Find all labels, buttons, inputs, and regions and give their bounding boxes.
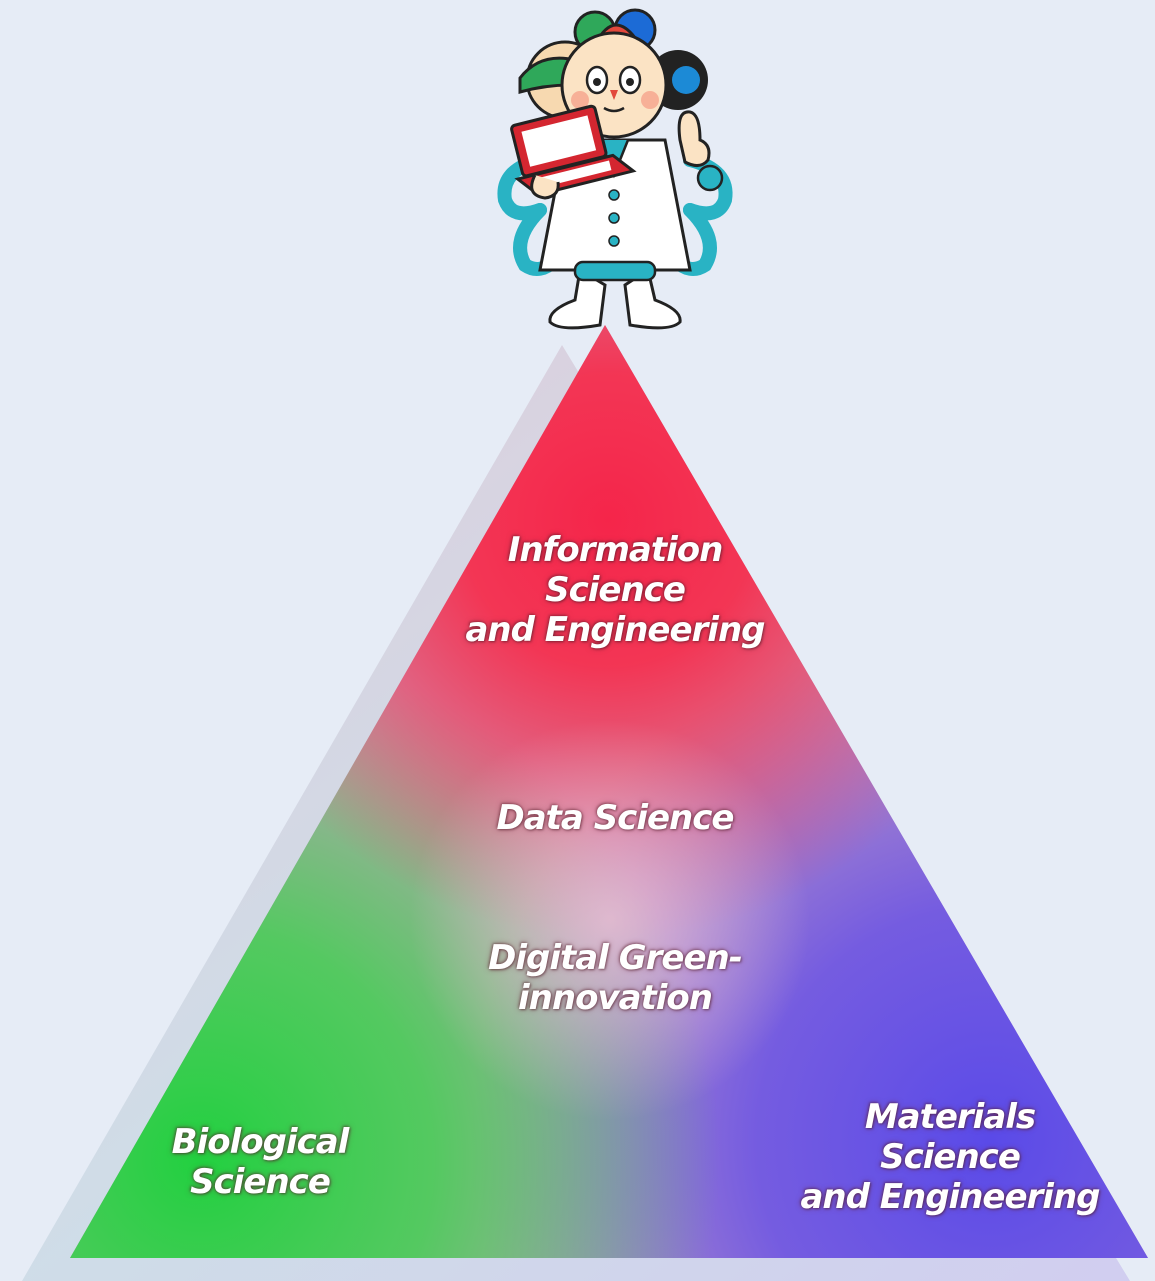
label-line: Digital Green- — [488, 938, 743, 978]
label-line: Science — [545, 570, 686, 610]
label-line: Materials — [864, 1097, 1036, 1137]
label-line: Data Science — [496, 798, 735, 838]
label-line: and Engineering — [800, 1177, 1100, 1217]
label-materials-science: Materials Science and Engineering — [770, 1097, 1130, 1217]
label-line: innovation — [518, 978, 713, 1018]
label-data-science: Data Science — [420, 798, 810, 838]
label-digital-green-innovation: Digital Green- innovation — [420, 938, 810, 1018]
label-line: Science — [880, 1137, 1021, 1177]
label-line: Information — [507, 530, 724, 570]
label-biological-science: Biological Science — [120, 1122, 400, 1202]
label-line: Biological — [171, 1122, 350, 1162]
scientist-mascot-icon — [497, 8, 733, 330]
label-information-science: Information Science and Engineering — [420, 530, 810, 650]
label-line: and Engineering — [465, 610, 765, 650]
label-line: Science — [190, 1162, 331, 1202]
